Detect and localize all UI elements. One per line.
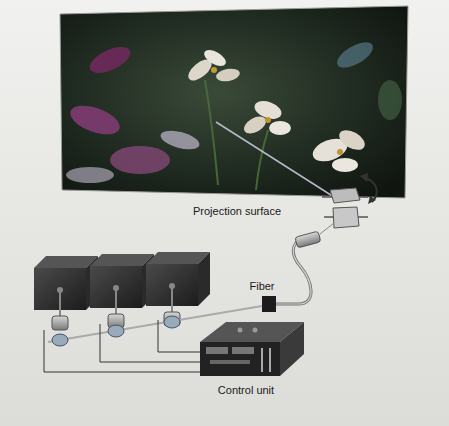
control-unit-device [200, 322, 304, 376]
fiber-label: Fiber [249, 280, 274, 293]
fiber-cable [276, 223, 334, 304]
screen-label: Projection surface [193, 205, 281, 218]
flower-image [66, 37, 402, 190]
control-unit-label: Control unit [218, 384, 274, 397]
scanning-mirrors [322, 173, 377, 228]
laser-beam [216, 122, 334, 197]
projection-screen [60, 6, 408, 198]
fiber-coupler [262, 296, 276, 312]
control-wires [44, 320, 210, 372]
